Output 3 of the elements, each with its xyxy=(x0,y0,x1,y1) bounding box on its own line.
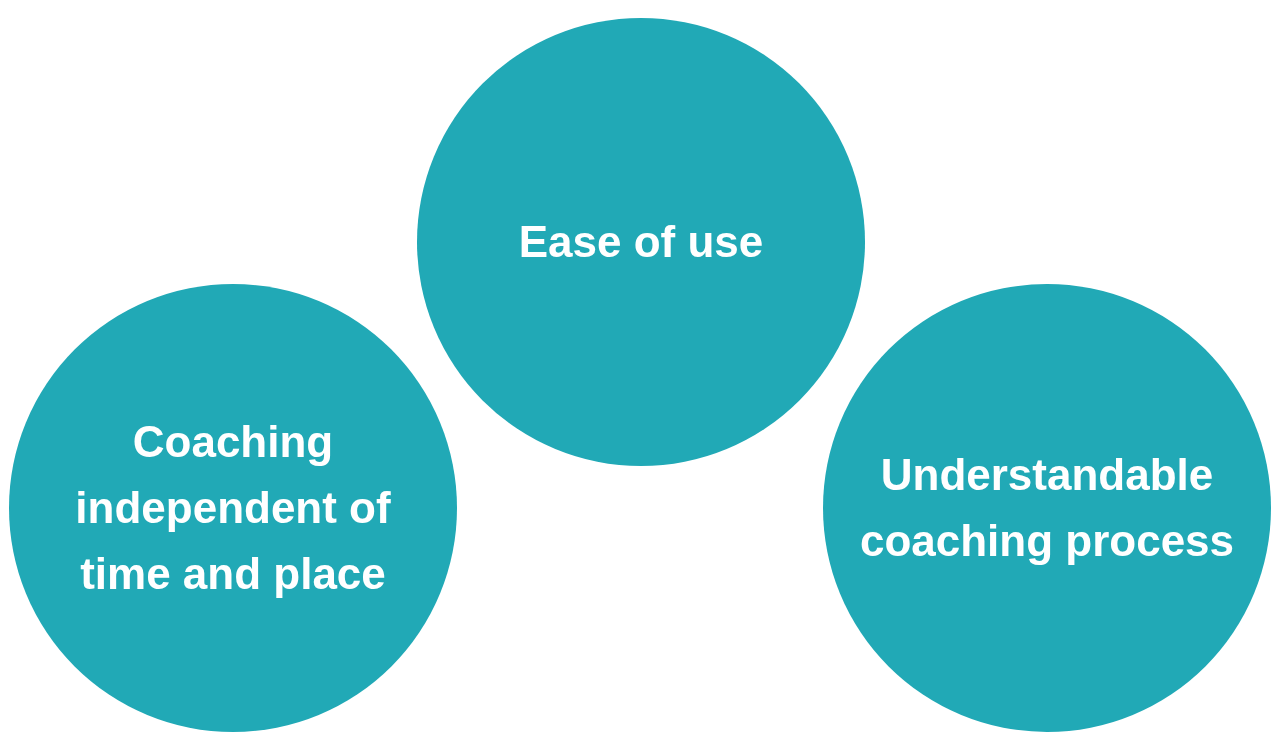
node-label: Ease of use xyxy=(518,216,764,268)
node-label: Understandable coaching process xyxy=(858,449,1236,567)
node-label: Coaching independent of time and place xyxy=(74,416,392,600)
